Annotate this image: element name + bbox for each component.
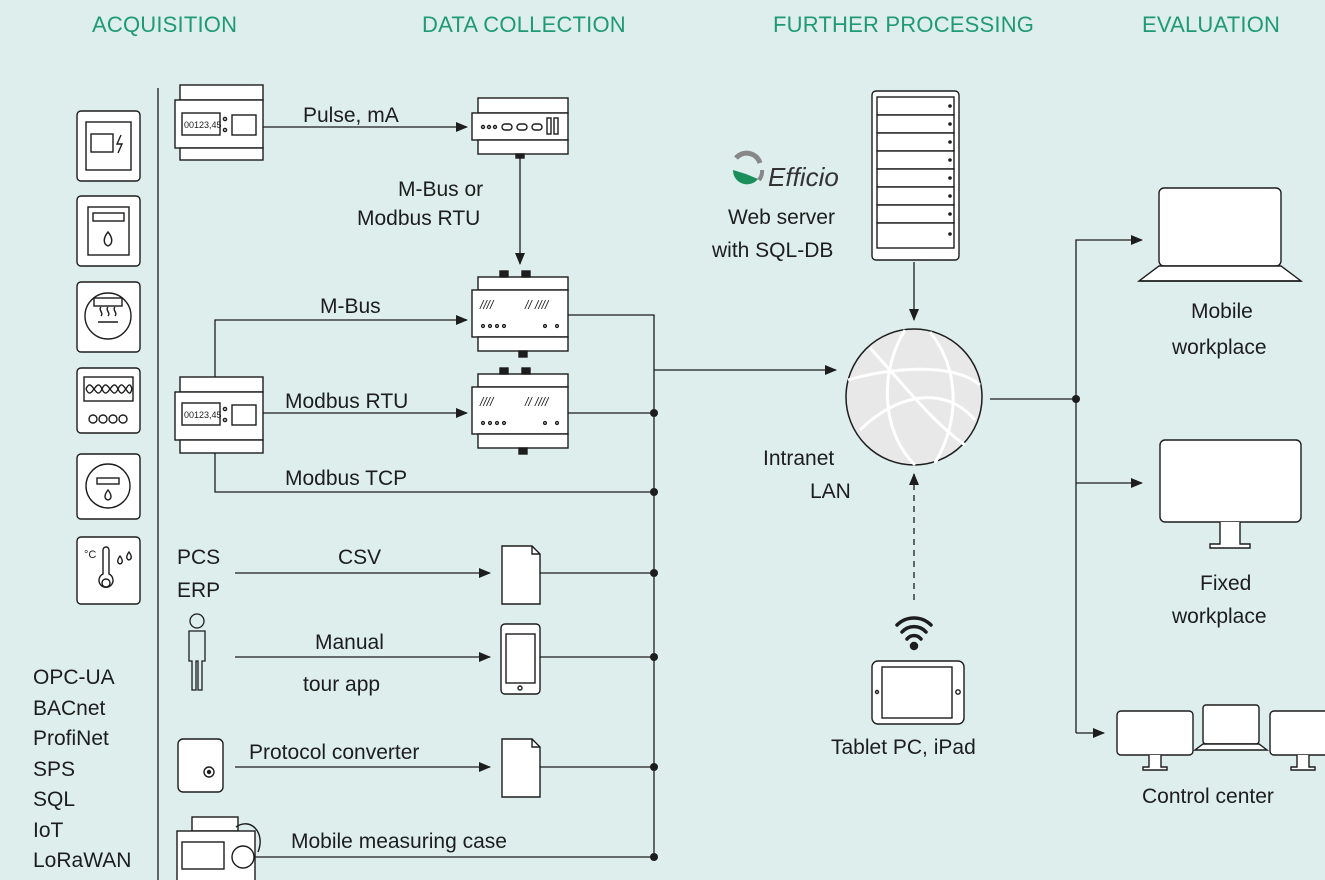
- electricity-meter-icon: [76, 110, 141, 182]
- label-tour-app: tour app: [303, 673, 381, 696]
- junction-dots: [650, 395, 1080, 861]
- label-sql-db: with SQL-DB: [712, 239, 834, 262]
- tablet-icon: [871, 660, 965, 725]
- label-lan: LAN: [810, 480, 851, 503]
- svg-text:////: ////: [479, 395, 495, 409]
- label-mobile-case: Mobile measuring case: [291, 830, 507, 853]
- label-mbus-or-2: Modbus RTU: [357, 207, 481, 230]
- header-data-collection: DATA COLLECTION: [422, 12, 626, 37]
- svg-text:// ////: // ////: [524, 395, 550, 409]
- laptop-icon: [1136, 187, 1304, 282]
- monitor-icon: [1159, 439, 1302, 549]
- svg-text:°C: °C: [84, 549, 96, 561]
- protocol-item: BACnet: [33, 696, 106, 720]
- meter-display: 00123,45: [184, 120, 222, 130]
- person-icon: [188, 613, 206, 691]
- label-control-center: Control center: [1142, 785, 1274, 808]
- protocol-converter-device: [177, 738, 224, 793]
- converter-document-icon: [501, 738, 541, 798]
- protocol-item: SPS: [33, 757, 76, 781]
- label-csv: CSV: [338, 546, 382, 569]
- label-web-server: Web server: [728, 206, 835, 229]
- measuring-case-icon: [176, 816, 261, 880]
- gas-meter-icon: [76, 195, 141, 267]
- modbus-meter: 00123,45: [174, 376, 264, 454]
- protocol-item: ProfiNet: [33, 727, 109, 750]
- label-intranet: Intranet: [763, 447, 835, 470]
- header-acquisition: ACQUISITION: [92, 12, 238, 37]
- protocol-item: IoT: [33, 818, 64, 842]
- csv-document-icon: [501, 545, 541, 605]
- smartphone-icon: [500, 623, 541, 695]
- wifi-icon: [895, 616, 933, 651]
- label-modbus-rtu: Modbus RTU: [285, 390, 409, 413]
- label-mbus-or-1: M-Bus or: [398, 178, 484, 201]
- server-rack-icon: [871, 90, 960, 261]
- temperature-humidity-icon: °C: [76, 536, 141, 605]
- label-tablet: Tablet PC, iPad: [831, 736, 976, 759]
- protocol-list: OPC-UA BACnet ProfiNet SPS SQL IoT LoRaW…: [33, 663, 131, 877]
- label-erp: ERP: [177, 579, 221, 602]
- header-further-processing: FURTHER PROCESSING: [773, 12, 1035, 37]
- label-protocol-converter: Protocol converter: [249, 741, 420, 764]
- label-pulse: Pulse, mA: [303, 104, 399, 127]
- label-mobile-workplace: workplace: [1172, 336, 1267, 359]
- globe-icon: [845, 328, 983, 467]
- water-meter-icon: [76, 453, 141, 520]
- label-mobile: Mobile: [1191, 300, 1253, 323]
- header-evaluation: EVALUATION: [1142, 12, 1281, 37]
- protocol-item: LoRaWAN: [33, 849, 132, 872]
- protocol-item: OPC-UA: [33, 666, 115, 689]
- svg-text:// ////: // ////: [524, 298, 550, 312]
- label-fixed: Fixed: [1200, 572, 1252, 595]
- svg-text:////: ////: [479, 298, 495, 312]
- pulse-meter: 00123,45: [174, 84, 264, 161]
- protocol-item: SQL: [33, 788, 76, 811]
- efficio-brand: Efficio: [768, 162, 839, 192]
- modbus-rtu-gateway: //// // ////: [471, 367, 569, 455]
- pulse-converter: [471, 97, 569, 159]
- meter-display: 00123,45: [184, 410, 222, 420]
- control-center-icon: [1116, 704, 1325, 771]
- label-pcs: PCS: [177, 546, 221, 569]
- label-modbus-tcp: Modbus TCP: [285, 467, 408, 490]
- label-fixed-workplace: workplace: [1172, 605, 1267, 628]
- connection-lines: [214, 122, 1143, 858]
- mbus-gateway: //// // ////: [471, 270, 569, 358]
- label-manual: Manual: [315, 631, 384, 654]
- efficio-logo-icon: [732, 150, 765, 185]
- heat-meter-icon: [76, 281, 141, 353]
- label-mbus: M-Bus: [320, 295, 381, 318]
- energy-meter-icon: [76, 367, 141, 434]
